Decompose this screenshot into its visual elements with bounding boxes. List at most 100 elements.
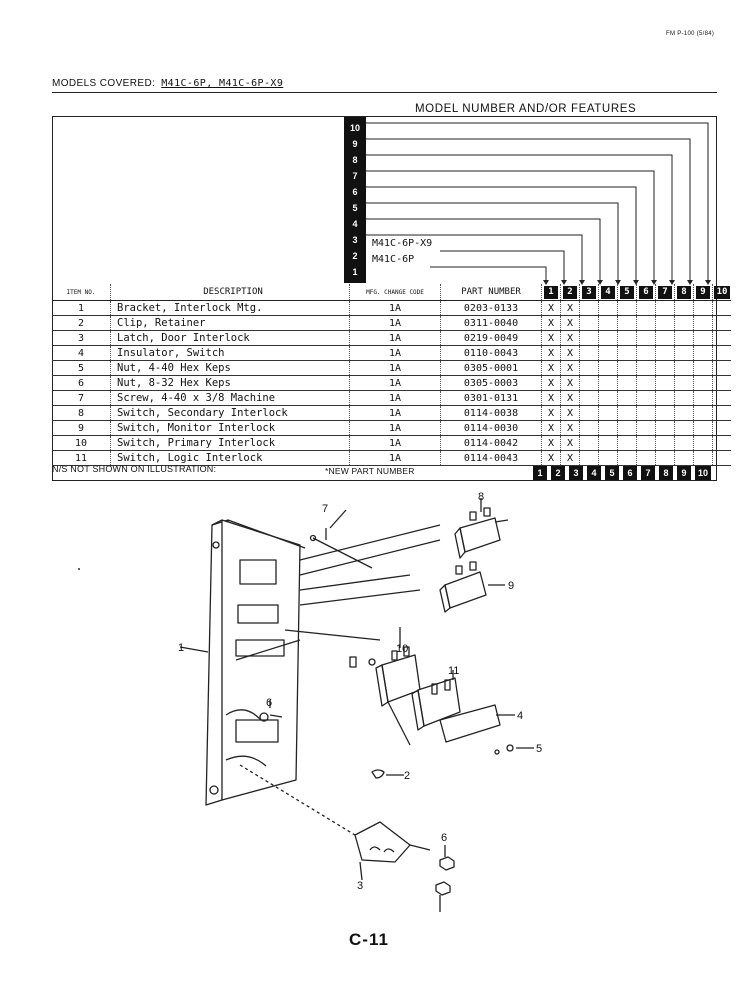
change-code-cell: 1A [349,330,441,346]
feature-mark-cell [617,405,637,421]
feature-mark-cell [579,405,599,421]
feature-mark-cell [693,360,713,376]
feature-mark-cell [693,435,713,451]
feature-mark-cell [693,330,713,346]
feature-mark-cell [636,420,656,436]
model-index-strip: 10 9 8 7 6 5 4 3 2 1 [344,117,366,283]
bracket-screw-drawing [259,700,283,722]
feature-badge: 9 [677,466,691,480]
feature-mark-cell [655,360,675,376]
part-number-cell: 0301-0131 [440,390,542,406]
feature-mark-cell: X [560,435,580,451]
item-number-cell: 1 [52,300,111,316]
description-cell: Switch, Monitor Interlock [110,420,350,436]
feature-mark-cell: X [541,315,561,331]
strip-number: 5 [352,203,358,213]
strip-number: 9 [352,139,358,149]
description-cell: Nut, 4-40 Hex Keps [110,360,350,376]
part-number-cell: 0311-0040 [440,315,542,331]
description-cell: Bracket, Interlock Mtg. [110,300,350,316]
feature-mark-cell: X [560,315,580,331]
feature-mark-cell [655,300,675,316]
primary-interlock-switch-drawing [375,627,421,746]
feature-mark-cell [655,345,675,361]
feature-col-header: 6 [636,284,656,301]
part-number-cell: 0114-0038 [440,405,542,421]
feature-mark-cell: X [541,300,561,316]
feature-mark-cell: X [541,345,561,361]
header-description: DESCRIPTION [110,284,350,301]
feature-mark-cell [636,405,656,421]
callout-label: 3 [357,880,363,892]
feature-col-header: 1 [541,284,561,301]
feature-mark-cell [598,375,618,391]
feature-mark-cell: X [541,435,561,451]
feature-mark-cell [598,360,618,376]
description-cell: Nut, 8-32 Hex Keps [110,375,350,391]
feature-mark-cell [712,330,731,346]
feature-mark-cell [636,330,656,346]
feature-mark-cell: X [560,345,580,361]
feature-mark-cell [693,375,713,391]
feature-badge: 3 [569,466,583,480]
feature-badge: 2 [551,466,565,480]
feature-mark-cell [674,405,694,421]
feature-mark-cell [636,360,656,376]
feature-mark-cell [579,345,599,361]
feature-mark-cell [598,315,618,331]
model-features-title: MODEL NUMBER AND/OR FEATURES [415,103,637,115]
description-cell: Screw, 4-40 x 3/8 Machine [110,390,350,406]
callout-label: 6 [441,832,447,844]
models-covered: MODELS COVERED:M41C-6P, M41C-6P-X9 [52,78,283,89]
feature-mark-cell [674,345,694,361]
strip-number: 1 [352,267,358,277]
part-number-cell: 0114-0030 [440,420,542,436]
strip-number: 7 [352,171,358,181]
feature-mark-cell [598,300,618,316]
change-code-cell: 1A [349,435,441,451]
feature-mark-cell [674,420,694,436]
callout-label: 4 [517,710,523,722]
feature-mark-cell: X [541,375,561,391]
models-covered-label: MODELS COVERED: [52,78,156,89]
feature-mark-cell [712,375,731,391]
feature-mark-cell: X [560,375,580,391]
feature-badge: 4 [587,466,601,480]
part-number-cell: 0114-0043 [440,450,542,466]
feature-mark-cell [636,315,656,331]
callout-label: 1 [178,642,184,654]
feature-badges-footer: 1 2 3 4 5 6 7 8 9 10 [533,466,711,480]
strip-number: 2 [352,251,358,261]
part-number-cell: 0110-0043 [440,345,542,361]
change-code-cell: 1A [349,300,441,316]
item-number-cell: 4 [52,345,111,361]
model-name: M41C-6P [372,254,415,265]
callout-label: 7 [322,503,328,515]
feature-mark-cell [674,375,694,391]
part-number-cell: 0305-0001 [440,360,542,376]
screw-drawing [309,528,373,569]
logic-interlock-switch-drawing [411,670,461,731]
feature-mark-cell [693,405,713,421]
feature-mark-cell [598,330,618,346]
feature-mark-cell [636,390,656,406]
feature-mark-cell [617,360,637,376]
feature-mark-cell [655,420,675,436]
callout-label: 8 [478,491,484,503]
item-number-cell: 9 [52,420,111,436]
monitor-interlock-switch-drawing [439,561,505,613]
exploded-parts-diagram: 1 2 3 4 5 6 6 7 8 9 10 11 [178,491,542,912]
feature-mark-cell: X [541,450,561,466]
item-number-cell: 5 [52,360,111,376]
part-number-cell: 0203-0133 [440,300,542,316]
feature-mark-cell [712,345,731,361]
feature-badge: 6 [623,466,637,480]
feature-mark-cell: X [560,420,580,436]
feature-mark-cell [693,345,713,361]
change-code-cell: 1A [349,360,441,376]
